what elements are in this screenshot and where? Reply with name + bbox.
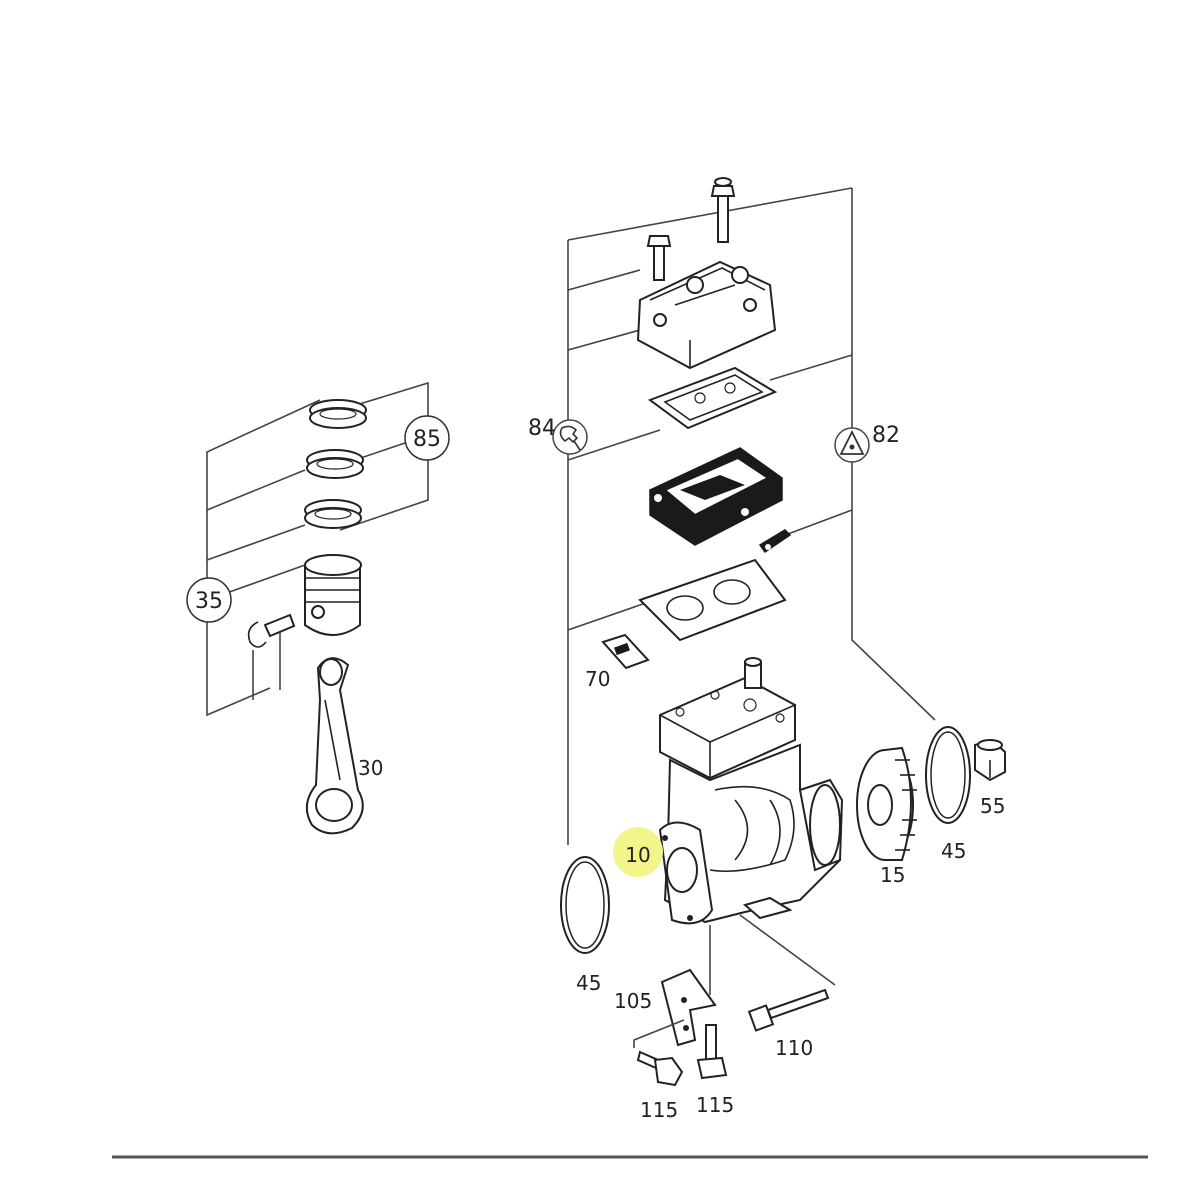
flange-bolt-left — [636, 1050, 684, 1087]
bracket-clip — [779, 509, 853, 538]
label-35: 35 — [195, 589, 223, 614]
piston-pin — [263, 613, 296, 638]
piston-bracket-line3 — [206, 524, 306, 561]
bolt-115-leader — [633, 1019, 685, 1048]
bracket-gasket — [567, 429, 661, 461]
cylinder-head — [636, 260, 777, 370]
bracket-head — [567, 329, 641, 351]
label-110: 110 — [775, 1036, 813, 1060]
valve-plate-gasket — [601, 633, 650, 670]
label-10: 10 — [625, 843, 650, 867]
label-85: 85 — [413, 427, 441, 452]
piston-bracket — [206, 399, 321, 717]
piston-bracket-line2 — [206, 469, 306, 511]
o-ring-left — [560, 856, 610, 954]
valve-kit-bracket — [851, 188, 936, 721]
callout-10: 10 — [613, 827, 663, 877]
head-bolt-short — [646, 235, 672, 281]
connecting-rod — [305, 657, 364, 835]
bracket-top — [567, 187, 853, 241]
long-bolt — [747, 988, 830, 1032]
callout-82: 82 — [834, 423, 900, 463]
wrench-icon — [559, 425, 581, 451]
label-82: 82 — [872, 423, 900, 448]
piston — [304, 554, 362, 636]
flange-bolt-right — [696, 1024, 728, 1080]
label-45-left: 45 — [576, 971, 601, 995]
label-45-right: 45 — [941, 839, 966, 863]
mounting-bracket — [660, 968, 717, 1047]
label-84: 84 — [528, 416, 556, 441]
callout-35: 35 — [186, 577, 232, 623]
label-115-right: 115 — [696, 1093, 734, 1117]
label-30: 30 — [358, 756, 383, 780]
head-gasket — [638, 558, 787, 642]
circlip — [247, 621, 267, 648]
bolt-110-leader — [739, 914, 836, 986]
head-bolt-long — [710, 177, 736, 243]
retaining-clip — [758, 529, 792, 554]
triangle-icon — [839, 429, 865, 455]
label-55: 55 — [980, 794, 1005, 818]
piston-ring-2 — [306, 449, 364, 479]
piston-ring-1 — [309, 399, 367, 429]
bracket-reedplate — [769, 354, 853, 381]
o-ring-right — [925, 726, 971, 824]
compressor-body — [658, 657, 844, 925]
reed-valve-plate — [647, 366, 778, 430]
drive-gear — [856, 746, 917, 861]
callout-85: 85 — [404, 415, 450, 461]
label-115-left: 115 — [640, 1098, 678, 1122]
piston-group: 85 35 30 — [186, 381, 450, 835]
label-105: 105 — [614, 989, 652, 1013]
hex-nut — [974, 738, 1006, 782]
callout-84: 84 — [528, 416, 588, 455]
bracket-bolt — [567, 269, 641, 291]
intermediate-plate — [649, 447, 783, 546]
label-15: 15 — [880, 863, 905, 887]
piston-ring-3 — [304, 499, 362, 529]
label-70: 70 — [585, 667, 610, 691]
